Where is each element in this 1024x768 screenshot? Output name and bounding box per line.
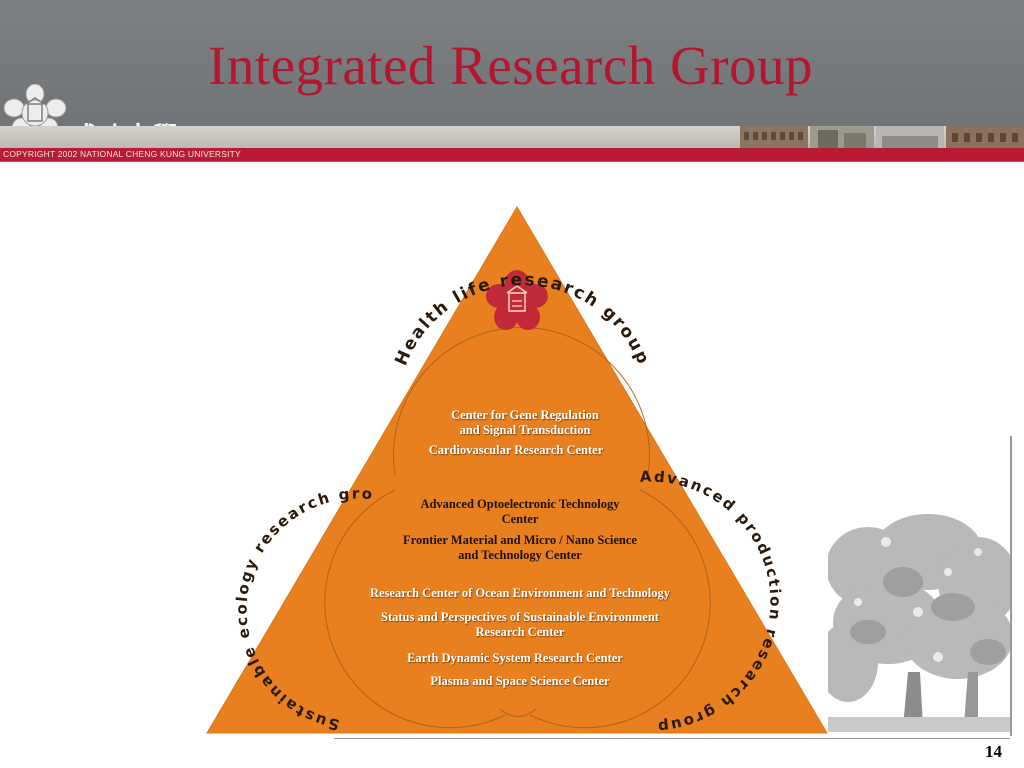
center-plasma-space: Plasma and Space Science Center <box>370 674 670 689</box>
ecology-group-outline <box>324 489 506 729</box>
center-gene-regulation: Center for Gene Regulation and Signal Tr… <box>390 408 660 438</box>
center-opto-line1: Advanced Optoelectronic Technology <box>420 497 620 511</box>
footer-rule <box>334 738 1010 739</box>
slide-title: Integrated Research Group <box>208 35 814 96</box>
center-frontier-line1: Frontier Material and Micro / Nano Scien… <box>403 533 637 547</box>
copyright-bar <box>0 148 1024 161</box>
center-frontier-line2: and Technology Center <box>458 548 582 562</box>
center-opto-line2: Center <box>501 512 539 526</box>
diagram-svg: Health life research group Advanced prod… <box>194 186 828 736</box>
center-gene-line1: Center for Gene Regulation <box>451 408 599 422</box>
vertical-rule <box>1010 436 1012 736</box>
center-ocean-environment: Research Center of Ocean Environment and… <box>320 586 720 601</box>
center-sustainable-environment: Status and Perspectives of Sustainable E… <box>330 610 710 640</box>
center-cardio-line: Cardiovascular Research Center <box>428 443 604 457</box>
triangle-shape <box>206 206 828 734</box>
tree-photo <box>828 514 1012 732</box>
center-status-line2: Research Center <box>475 625 565 639</box>
center-earth-line: Earth Dynamic System Research Center <box>407 651 623 665</box>
center-gene-line2: and Signal Transduction <box>459 423 591 437</box>
center-status-line1: Status and Perspectives of Sustainable E… <box>381 610 659 624</box>
center-ocean-line: Research Center of Ocean Environment and… <box>369 586 670 600</box>
page-number: 14 <box>985 742 1002 761</box>
center-cardiovascular: Cardiovascular Research Center <box>370 443 662 458</box>
center-earth-dynamic: Earth Dynamic System Research Center <box>350 651 680 666</box>
research-group-diagram: Health life research group Advanced prod… <box>194 186 840 740</box>
emblem-icon <box>486 270 548 330</box>
copyright-text: COPYRIGHT 2002 NATIONAL CHENG KUNG UNIVE… <box>3 149 241 159</box>
center-frontier-material: Frontier Material and Micro / Nano Scien… <box>360 533 680 563</box>
center-plasma-line: Plasma and Space Science Center <box>430 674 610 688</box>
production-group-outline <box>529 489 711 729</box>
campus-photo-strip <box>740 126 1024 148</box>
center-optoelectronic: Advanced Optoelectronic Technology Cente… <box>370 497 670 527</box>
